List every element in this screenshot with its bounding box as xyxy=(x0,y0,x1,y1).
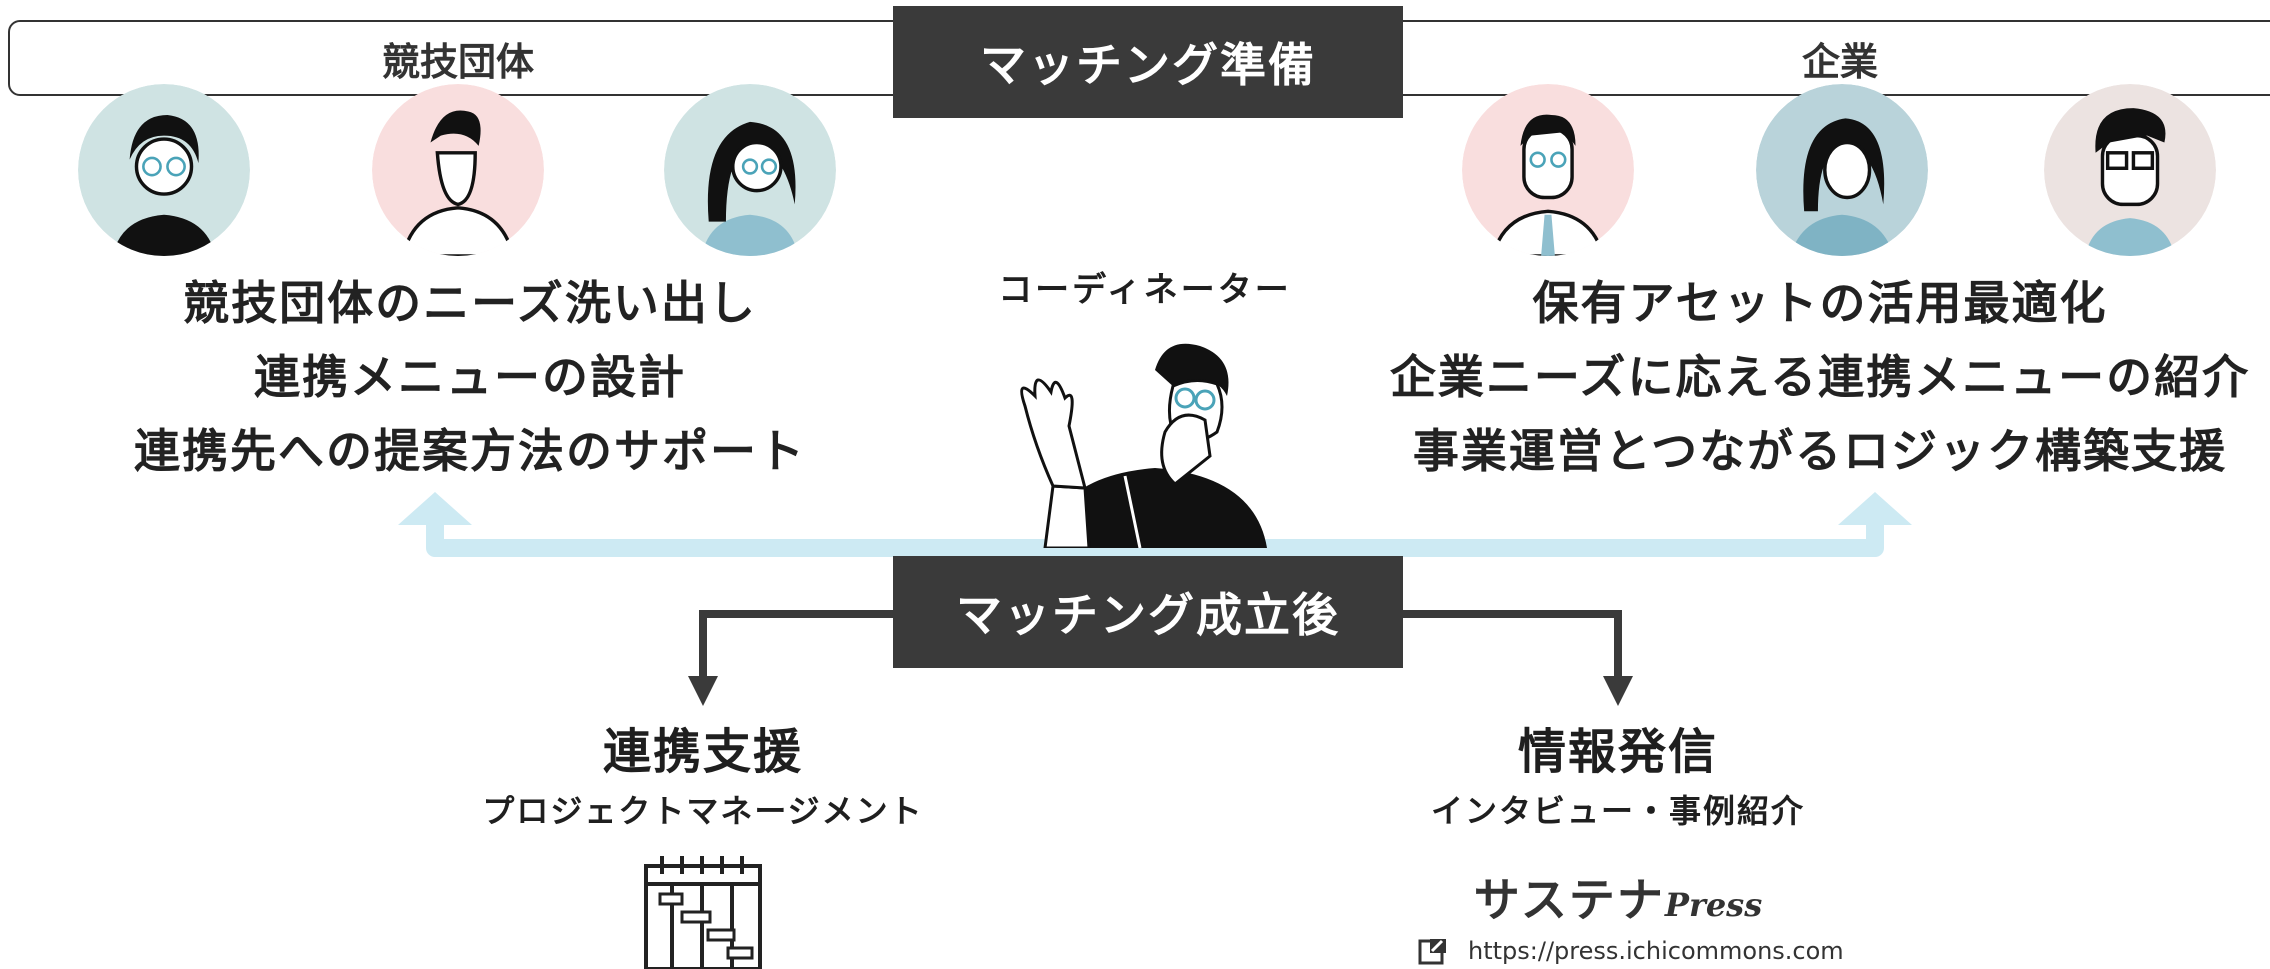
sports-support-line-1: 競技団体のニーズ洗い出し xyxy=(183,276,757,330)
avatar-person-2 xyxy=(372,84,544,256)
header-label-companies: 企業 xyxy=(1801,39,1878,84)
coordinator-figure xyxy=(1020,343,1267,548)
avatar-person-6 xyxy=(2044,84,2216,256)
sports-support-line-3: 連携先への提案方法のサポート xyxy=(134,424,806,478)
company-support-line-1: 保有アセットの活用最適化 xyxy=(1532,276,2108,330)
header-label-sports: 競技団体 xyxy=(381,39,534,84)
header-box-sports: 競技団体 xyxy=(8,20,908,96)
company-support-line-2: 企業ニーズに応える連携メニューの紹介 xyxy=(1389,350,2251,404)
gantt-chart-icon xyxy=(644,856,762,969)
logo-sub-text: Press xyxy=(1664,886,1763,924)
sustena-press-logo: サステナPress xyxy=(1418,864,1818,930)
media-desc: インタビュー・事例紹介 xyxy=(1430,792,1805,830)
sports-support-line-2: 連携メニューの設計 xyxy=(254,350,686,404)
company-support-list: 保有アセットの活用最適化 企業ニーズに応える連携メニューの紹介 事業運営とつなが… xyxy=(1380,266,2260,488)
support-desc: プロジェクトマネージメント xyxy=(482,792,924,830)
coordinator-label: コーディネーター xyxy=(998,270,1292,310)
media-url[interactable]: https://press.ichicommons.com xyxy=(1468,937,1844,965)
banner-after-matching-label: マッチング成立後 xyxy=(956,588,1340,642)
media-link[interactable]: https://press.ichicommons.com xyxy=(1418,936,1844,966)
company-support-line-3: 事業運営とつながるロジック構築支援 xyxy=(1412,424,2228,478)
banner-matching-prep-label: マッチング準備 xyxy=(980,38,1316,92)
banner-matching-prep: マッチング準備 xyxy=(893,6,1403,118)
avatar-person-5 xyxy=(1756,84,1928,256)
avatar-person-3 xyxy=(664,84,836,256)
logo-main-text: サステナ xyxy=(1473,873,1665,927)
header-box-companies: 企業 xyxy=(1390,20,2270,96)
support-title: 連携支援 xyxy=(602,724,803,780)
external-link-icon xyxy=(1418,939,1446,965)
media-title: 情報発信 xyxy=(1517,724,1718,780)
avatar-person-4 xyxy=(1462,84,1634,256)
sports-support-list: 競技団体のニーズ洗い出し 連携メニューの設計 連携先への提案方法のサポート xyxy=(60,266,880,488)
banner-after-matching: マッチング成立後 xyxy=(893,556,1403,668)
avatar-person-1 xyxy=(78,84,250,256)
